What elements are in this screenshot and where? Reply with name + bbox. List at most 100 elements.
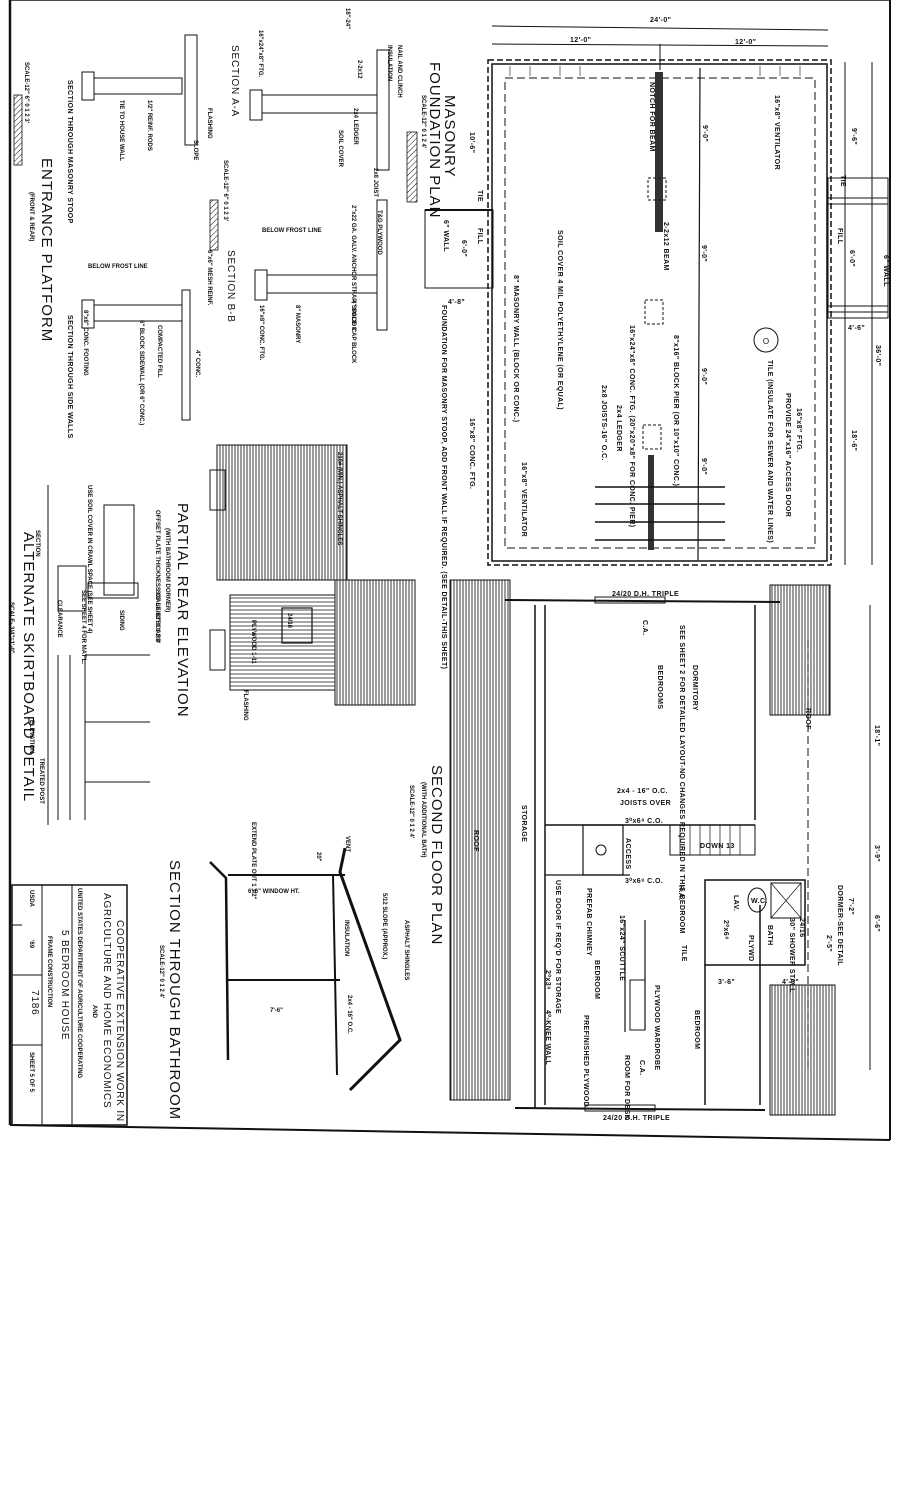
- label-co-mid: 3⁰x6⁸ C.O.: [625, 877, 663, 885]
- label-bb-frost: BELOW FROST LINE: [262, 228, 322, 234]
- label-bb-ftg: 16"x8" CONC. FTG.: [258, 305, 264, 361]
- label-vent: VENT: [344, 836, 350, 852]
- label-wc: W.C.: [751, 898, 768, 905]
- label-scuttle: 16"x24" SCUTTLE: [618, 915, 625, 981]
- label-offset-plate: OFFSET PLATE THICKNESS OF SKIRTBOARD: [154, 510, 160, 643]
- svg-text:O: O: [763, 337, 769, 346]
- label-ventilator-bottom: 16"x8" VENTILATOR: [520, 462, 527, 537]
- label-bb-anchor: 2"x22 GA. GALV. ANCHOR STRAP, SPACE 8': [350, 205, 356, 332]
- label-side-sidewall: 6" BLOCK SIDEWALL (OR 6" CONC.): [138, 320, 144, 425]
- label-block-pier: 8"x16" BLOCK PIER (OR 10"x10" CONC.): [672, 335, 679, 486]
- dim-overall-width: 24'-0": [650, 17, 671, 24]
- label-plywood-111: PLYWOOD 1-11: [250, 620, 256, 664]
- sections-aa-bb: SECTION A-A SCALE-12" 0 1 2 4' 18"-24" N…: [209, 8, 402, 364]
- label-asphalt-shingles: 210# (MIN.) ASPHALT SHINGLES: [336, 452, 342, 545]
- label-tile-floor: TILE: [680, 945, 687, 962]
- roof-right-hatch-top: [769, 584, 831, 716]
- label-prefinished: PREFINISHED PLYWOOD: [582, 1015, 589, 1107]
- label-see-sheet: SEE SHEET 4 FOR MAT'L.: [80, 590, 86, 664]
- plan-number: 7186: [29, 990, 40, 1015]
- bath-section-title: SECTION THROUGH BATHROOM: [166, 860, 183, 1120]
- dim-right-9-6: 9'-6": [850, 128, 857, 145]
- label-soil-cover-crawl: USE SOIL COVER IN CRAWL SPACE (SEE SHEET…: [86, 485, 92, 633]
- label-siding: SIDING: [118, 610, 124, 631]
- label-aa-2x12: 2-2x12: [356, 60, 362, 79]
- label-aa-ledger: 2x4 LEDGER: [352, 108, 358, 145]
- foundation-scale: SCALE-12" 0 1 2 4': [420, 95, 426, 149]
- foundation-plan: O MASONRY FOUNDATION PLAN SCALE-12" 0 1 …: [406, 17, 889, 669]
- label-aa-nail: NAIL AND CLINCH: [396, 45, 402, 98]
- label-joists: 2x8 JOISTS-16" O.C.: [600, 385, 607, 461]
- side-walls-title: SECTION THROUGH SIDE WALLS: [66, 315, 73, 439]
- label-fill-right: FILL: [836, 228, 843, 245]
- label-beam: 2-2x12 BEAM: [662, 222, 669, 271]
- second-floor-plan: SECOND FLOOR PLAN (WITH ADDITIONAL BATH)…: [408, 579, 880, 1122]
- entrance-subtitle: (FRONT & REAR): [28, 192, 34, 241]
- label-ledger: 2x4 LEDGER: [615, 405, 622, 452]
- label-tile: TILE (INSULATE FOR SEWER AND WATER LINES…: [766, 360, 773, 543]
- stoop-title: SECTION THROUGH MASONRY STOOP: [66, 80, 73, 224]
- section-aa-title: SECTION A-A: [229, 45, 240, 117]
- entrance-scale: SCALE-12" 6" 0 1 2 3': [23, 62, 29, 124]
- skirtboard-scale: SCALE- 3/4"=1'-0": [8, 602, 14, 654]
- dim-18-1: 18'-1": [873, 725, 880, 746]
- label-foundation-note: FOUNDATION FOR MASONRY STOOP, ADD FRONT …: [440, 305, 447, 669]
- dim-6-6: 6'-6": [873, 915, 880, 932]
- org-line-2: AGRICULTURE AND HOME ECONOMICS: [101, 893, 112, 1109]
- skirtboard-section: SECTION: [34, 530, 40, 557]
- label-side-mesh: 6"x6" MESH REINF.: [206, 250, 212, 306]
- label-ca-top: C.A.: [641, 620, 648, 636]
- label-aa-ftg: 16"x24"x8" FTG.: [257, 30, 263, 78]
- label-dormitory: DORMITORY: [691, 665, 698, 711]
- sheet-border: [8, 0, 891, 1141]
- dim-right-18-6: 18'-6": [850, 430, 857, 451]
- label-use-door: USE DOOR IF REQ'D FOR STORAGE: [554, 880, 561, 1014]
- label-knee-wall: 4⁰-KNEE WALL: [544, 1010, 552, 1065]
- org-line-3: UNITED STATES DEPARTMENT OF AGRICULTURE …: [76, 888, 82, 1079]
- label-window-bath: 24/16: [798, 918, 805, 938]
- label-access: ACCESS: [624, 838, 631, 870]
- skirtboard-detail: ALTERNATE SKIRTBOARD DETAIL SCALE- 3/4"=…: [8, 485, 160, 825]
- label-fill-left: FILL: [476, 228, 483, 245]
- label-plywd: PLYWD: [747, 935, 754, 962]
- label-storage: STORAGE: [520, 805, 527, 842]
- rear-elevation-subtitle: (WITH BATHROOM DORMER): [164, 528, 170, 612]
- dim-9b: 9'-0": [700, 245, 707, 262]
- label-prefab-chimney: PREFAB CHIMNEY: [585, 888, 592, 956]
- dim-half-right: 12'-0": [735, 39, 756, 46]
- label-stoop-flashing: FLASHING: [206, 108, 212, 139]
- label-asphalt: ASPHALT SHINGLES: [403, 920, 409, 980]
- label-aa-joist: 2x8 JOIST: [372, 168, 378, 197]
- entrance-platform: ENTRANCE PLATFORM (FRONT & REAR) SCALE-1…: [13, 34, 212, 439]
- label-window-2416: 24/16: [286, 613, 292, 629]
- label-ftg-right: 16"x8" FTG.: [795, 408, 802, 453]
- label-treated-post: TREATED POST: [38, 758, 44, 804]
- label-lav: LAV.: [732, 895, 739, 911]
- label-side-frost: BELOW FROST LINE: [88, 264, 148, 270]
- label-conc-ftg: 16"x8" CONC. FTG.: [468, 418, 475, 489]
- bath-section: SECTION THROUGH BATHROOM SCALE-12" 0 1 2…: [158, 822, 409, 1120]
- year: '69: [28, 940, 34, 949]
- label-pier-ftg: 16"x24"x8" CONC. FTG. (20"x20"x8" FOR CO…: [628, 325, 635, 528]
- dim-2-5: 2'-5": [825, 935, 832, 952]
- dim-left-10-6: 10'-6": [468, 132, 475, 153]
- label-bedrooms: BEDROOMS: [656, 665, 663, 709]
- label-window-ht: 6'-6" WINDOW HT.: [248, 889, 300, 895]
- label-stoop-tie: TIE TO HOUSE WALL: [118, 100, 124, 161]
- title-block: COOPERATIVE EXTENSION WORK IN AGRICULTUR…: [11, 884, 128, 1126]
- label-wall-left: 6" WALL: [442, 220, 449, 252]
- dim-9d: 9'-0": [700, 458, 707, 475]
- label-soil-cover: SOIL COVER 4 MIL POLYETHYLENE (OR EQUAL): [556, 230, 563, 410]
- label-stoop-slope: SLOPE: [192, 140, 198, 160]
- label-wall-right: 6" WALL: [882, 255, 889, 287]
- dim-half-left: 12'-0": [570, 37, 591, 44]
- section-bb-scale: SCALE-12" 6" 0 1 2 3': [222, 160, 228, 222]
- bath-section-scale: SCALE-12" 0 1 2 4': [158, 945, 164, 999]
- label-ha: H.A.: [677, 885, 684, 901]
- label-ca-bottom: C.A.: [638, 1060, 645, 1076]
- label-plywood-wardrobe: PLYWOOD WARDROBE: [653, 985, 660, 1070]
- label-shower: 30" SHOWER STALL: [788, 918, 795, 993]
- project-name: 5 BEDROOM HOUSE: [59, 930, 70, 1040]
- label-door-2-0: 2⁰x3⁸: [544, 970, 552, 990]
